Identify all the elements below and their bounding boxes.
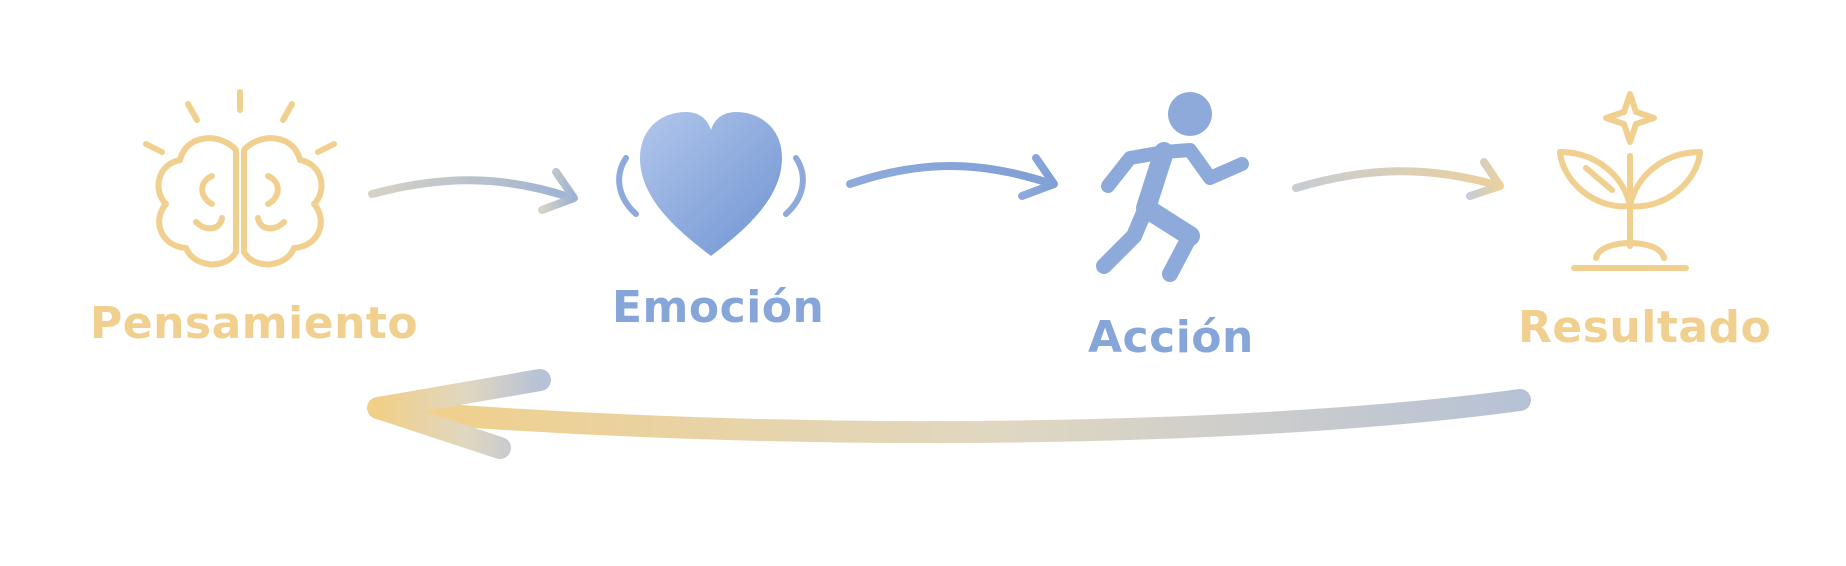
sprout-icon	[1557, 91, 1703, 271]
running-person-icon	[1096, 92, 1249, 282]
arrow-accion-resultado	[1292, 158, 1504, 200]
step-label-accion: Acción	[1088, 312, 1254, 363]
arrow-emocion-accion	[846, 154, 1058, 200]
arrow-pensamiento-emocion	[368, 168, 578, 214]
step-label-pensamiento: Pensamiento	[90, 298, 419, 349]
brain-icon	[143, 89, 337, 268]
step-label-resultado: Resultado	[1518, 302, 1772, 353]
arrow-resultado-pensamiento	[367, 369, 1531, 459]
step-label-emocion: Emoción	[612, 282, 825, 333]
heart-icon	[616, 112, 806, 256]
